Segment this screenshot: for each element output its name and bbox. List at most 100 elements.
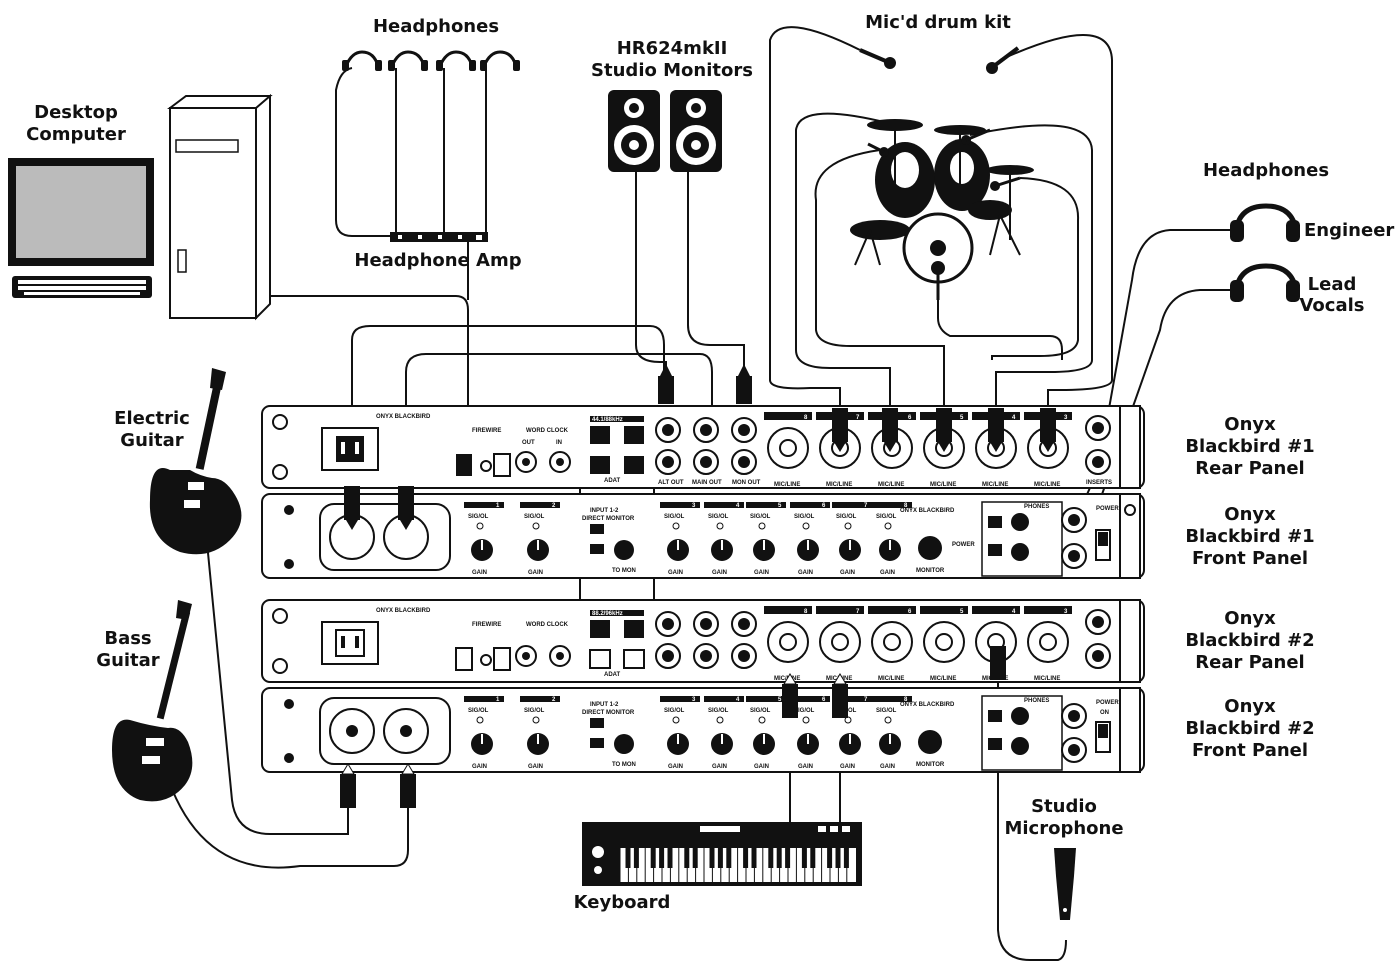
headphone-amp: Headphone Amp [354, 232, 522, 271]
channel-number: 2 [552, 697, 556, 703]
alt-out-label: ALT OUT [658, 480, 684, 486]
unit-label-line3: Rear Panel [1195, 652, 1304, 673]
desktop-label-line1: Desktop [34, 102, 118, 123]
gain-label: GAIN [668, 570, 683, 576]
blackbird-2-front-panel: 1SIG/OLGAIN2SIG/OLGAIN3SIG/OLGAIN4SIG/OL… [261, 687, 1145, 773]
bass-guitar-label-line1: Bass [104, 628, 151, 649]
word-clock-label: WORD CLOCK [526, 622, 569, 628]
wc-in-label: IN [556, 440, 562, 446]
sig-ol-label: SIG/OL [468, 514, 489, 520]
headphones-icon [1230, 203, 1300, 242]
black-key [633, 848, 639, 868]
tower-icon [167, 93, 273, 321]
black-key [835, 848, 841, 868]
channel-number: 3 [692, 503, 696, 509]
mic-line-label: MIC/LINE [826, 482, 852, 488]
gain-label: GAIN [754, 764, 769, 770]
channel-number: 7 [864, 697, 868, 703]
monitors-label-line1: HR624mkII [617, 38, 728, 59]
channel-number: 6 [822, 503, 826, 509]
black-key [827, 848, 833, 868]
channel-number: 1 [496, 697, 500, 703]
brand-label: ONYX BLACKBIRD [376, 608, 431, 614]
power-small-label: POWER [952, 542, 975, 548]
adat-label: ADAT [604, 478, 621, 484]
input-direct-label: INPUT 1-2 [590, 702, 619, 708]
black-key [843, 848, 849, 868]
guitar-icon [112, 600, 193, 802]
channel-number: 4 [1012, 609, 1016, 615]
electric-guitar-label-line2: Guitar [120, 430, 184, 451]
to-mon-label: TO MON [612, 568, 636, 574]
headphones-icon [480, 50, 520, 71]
gain-label: GAIN [712, 764, 727, 770]
channel-number: 3 [692, 697, 696, 703]
gain-label: GAIN [668, 764, 683, 770]
unit-label-line3: Front Panel [1192, 740, 1308, 761]
unit-label-line2: Blackbird #2 [1185, 630, 1314, 651]
headphones-group-top: Headphones [342, 16, 520, 71]
electric-guitar-label-line1: Electric [114, 408, 190, 429]
brand-label: ONYX BLACKBIRD [376, 414, 431, 420]
mic-line-label: MIC/LINE [1034, 482, 1060, 488]
mon-out-label: MON OUT [732, 480, 761, 486]
channel-number: 5 [778, 503, 782, 509]
direct-monitor-label: DIRECT MONITOR [582, 710, 635, 716]
electric-guitar: Electric Guitar [114, 368, 242, 555]
headphones-group-right: Headphones Engineer Lead Vocals [1203, 160, 1394, 316]
headphones-icon [436, 50, 476, 71]
channel-number: 5 [960, 609, 964, 615]
channel-number: 4 [736, 503, 740, 509]
studio-microphone: Studio Microphone [1004, 796, 1124, 920]
channel-number: 1 [496, 503, 500, 509]
monitors-label-line2: Studio Monitors [591, 60, 753, 81]
unit-label-line2: Blackbird #1 [1185, 436, 1314, 457]
sig-ol-label: SIG/OL [836, 514, 857, 520]
unit-label-line1: Onyx [1224, 696, 1276, 717]
sig-ol-label: SIG/OL [876, 514, 897, 520]
mic-line-label: MIC/LINE [1034, 676, 1060, 682]
engineer-label: Engineer [1304, 220, 1394, 241]
channel-number: 8 [804, 609, 808, 615]
headphones-right-label: Headphones [1203, 160, 1329, 181]
microphone-icon [990, 176, 1021, 191]
black-key [717, 848, 723, 868]
power-label: POWER [1096, 506, 1119, 512]
sig-ol-label: SIG/OL [468, 708, 489, 714]
bass-guitar-label-line2: Guitar [96, 650, 160, 671]
desktop-computer: Desktop Computer [8, 93, 273, 321]
channel-number: 8 [904, 697, 908, 703]
microphone-icon [1054, 848, 1076, 920]
unit-labels: Onyx Blackbird #1 Rear Panel Onyx Blackb… [1185, 414, 1314, 761]
channel-number: 4 [1012, 415, 1016, 421]
to-mon-label: TO MON [612, 762, 636, 768]
headphones-icon [388, 50, 428, 71]
monitor-label: MONITOR [916, 568, 945, 574]
unit-label-line3: Front Panel [1192, 548, 1308, 569]
monitor-label: MONITOR [916, 762, 945, 768]
lead-vocals-label-line1: Lead [1308, 274, 1357, 295]
word-clock-label: WORD CLOCK [526, 428, 569, 434]
black-key [659, 848, 665, 868]
sig-ol-label: SIG/OL [750, 708, 771, 714]
studio-mic-label-line1: Studio [1031, 796, 1097, 817]
channel-number: 5 [960, 415, 964, 421]
black-key [692, 848, 698, 868]
guitar-icon [149, 368, 242, 555]
speaker-icon [608, 90, 660, 172]
sig-ol-label: SIG/OL [708, 708, 729, 714]
black-key [726, 848, 732, 868]
headphones-icon [342, 50, 382, 71]
power-label: POWER [1096, 700, 1119, 706]
speaker-icon [670, 90, 722, 172]
gain-label: GAIN [528, 764, 543, 770]
blackbird-2-rear-panel: ONYX BLACKBIRD FIREWIRE WORD CLOCK 88.2/… [261, 599, 1145, 683]
